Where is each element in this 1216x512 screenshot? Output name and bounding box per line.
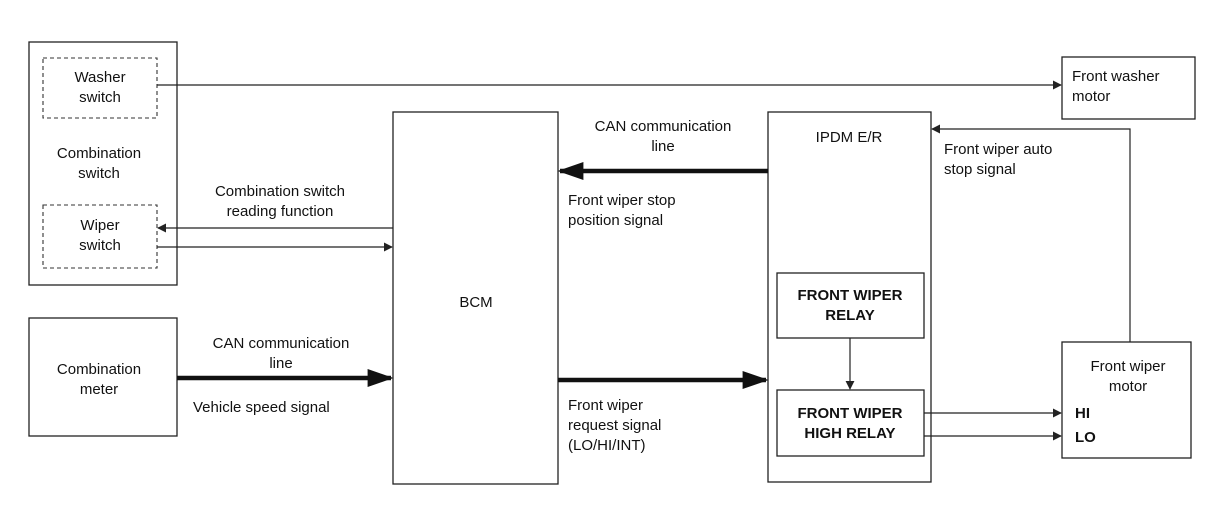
vehicle-speed-signal-label: Vehicle speed signal (193, 399, 330, 416)
wiper-motor-to-ipdm-auto-stop-line (931, 124, 1131, 342)
ipdm-label: IPDM E/R (816, 129, 883, 146)
terminal-hi-label: HI (1075, 405, 1090, 422)
terminal-lo-label: LO (1075, 429, 1096, 446)
bcm-label: BCM (459, 294, 492, 311)
bcm-block: BCM (392, 111, 559, 485)
